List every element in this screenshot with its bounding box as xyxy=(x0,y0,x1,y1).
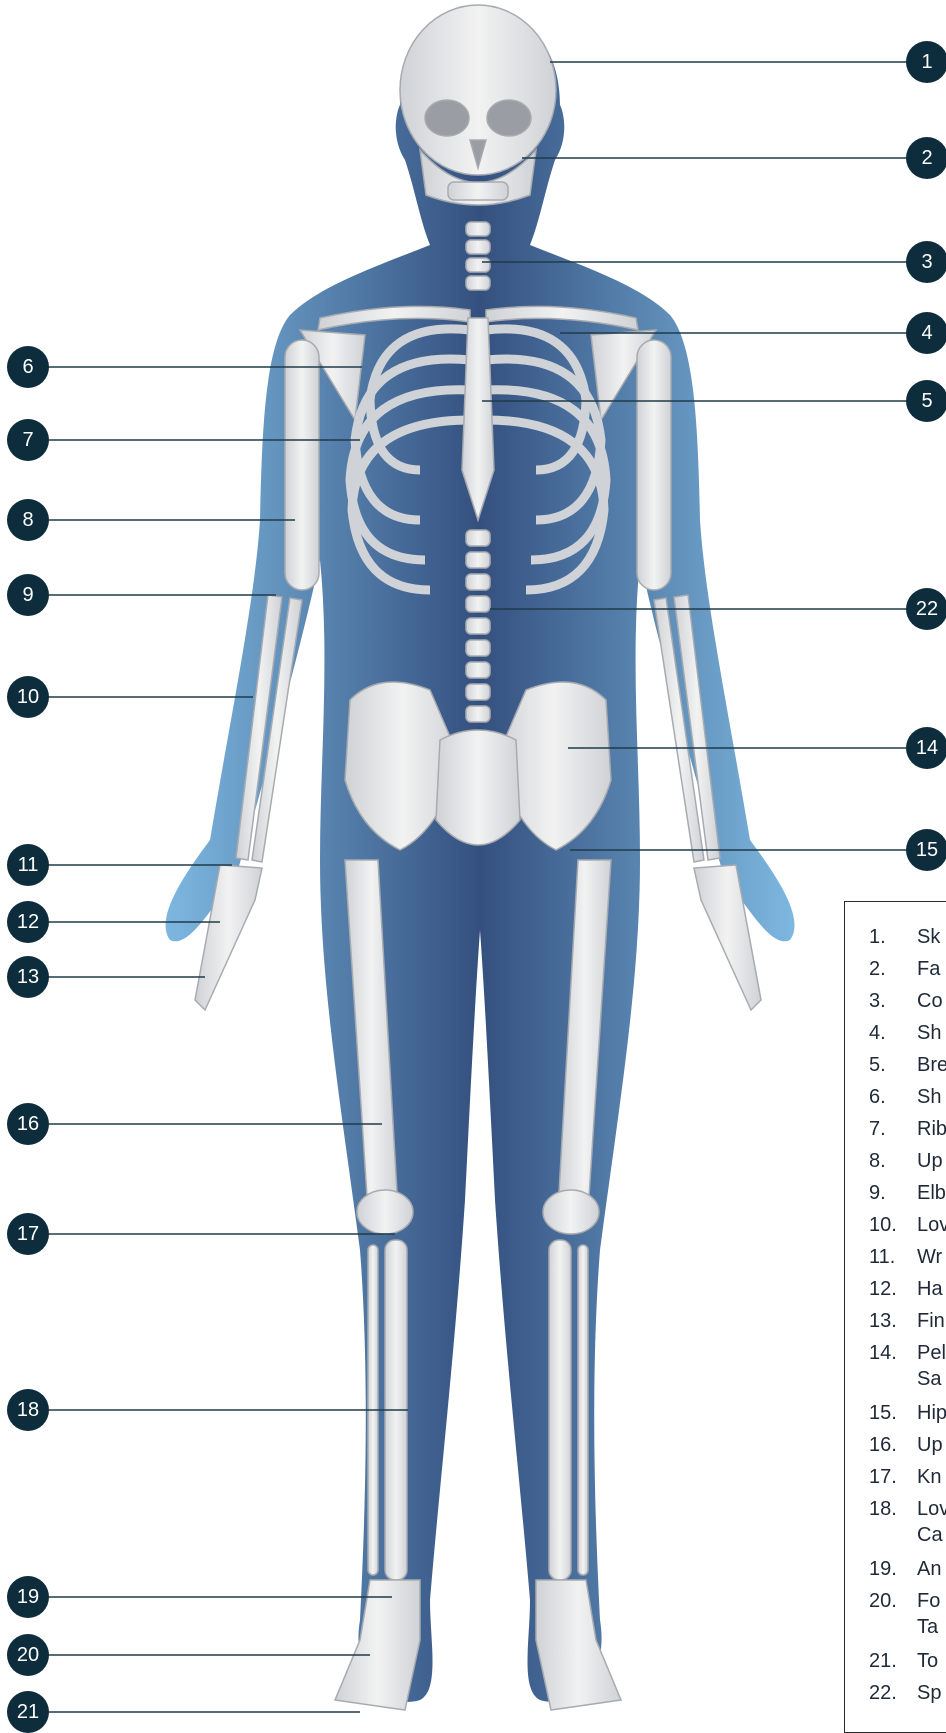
marker-4: 4 xyxy=(906,312,946,354)
marker-19: 19 xyxy=(7,1576,49,1618)
marker-16: 16 xyxy=(7,1103,49,1145)
legend-item: 9.Elb xyxy=(869,1180,946,1206)
legend-item: 7.Rib xyxy=(869,1116,946,1142)
legend-item: 20.Fo xyxy=(869,1588,940,1614)
marker-11: 11 xyxy=(7,844,49,886)
legend-item: 16.Up xyxy=(869,1432,943,1458)
marker-17: 17 xyxy=(7,1213,49,1255)
marker-13: 13 xyxy=(7,956,49,998)
legend-item: 19.An xyxy=(869,1556,941,1582)
legend-item: 8.Up xyxy=(869,1148,943,1174)
marker-1: 1 xyxy=(906,41,946,83)
legend-item: 15.Hip xyxy=(869,1400,946,1426)
legend-item: 3.Co xyxy=(869,988,943,1014)
marker-8: 8 xyxy=(7,499,49,541)
marker-12: 12 xyxy=(7,901,49,943)
legend-item: 5.Bre xyxy=(869,1052,946,1078)
legend-item: 12.Ha xyxy=(869,1276,943,1302)
marker-6: 6 xyxy=(7,346,49,388)
legend-item-continuation: Sa xyxy=(917,1366,941,1392)
legend-box: 1.Sk 2.Fa 3.Co 4.Sh 5.Bre 6.Sh 7.Rib 8.U… xyxy=(844,901,946,1733)
legend-item: 17.Kn xyxy=(869,1464,941,1490)
legend-item: 13.Fin xyxy=(869,1308,945,1334)
marker-21: 21 xyxy=(7,1691,49,1733)
marker-5: 5 xyxy=(906,380,946,422)
marker-7: 7 xyxy=(7,419,49,461)
legend-item: 4.Sh xyxy=(869,1020,941,1046)
marker-14: 14 xyxy=(906,727,946,769)
marker-2: 2 xyxy=(906,137,946,179)
marker-3: 3 xyxy=(906,241,946,283)
marker-18: 18 xyxy=(7,1389,49,1431)
legend-item: 10.Lov xyxy=(869,1212,946,1238)
legend-item: 6.Sh xyxy=(869,1084,941,1110)
legend-item: 1.Sk xyxy=(869,924,940,950)
legend-item: 11.Wr xyxy=(869,1244,942,1270)
legend-item: 22.Sp xyxy=(869,1680,941,1706)
marker-9: 9 xyxy=(7,574,49,616)
marker-10: 10 xyxy=(7,676,49,718)
marker-15: 15 xyxy=(906,829,946,871)
legend-item-continuation: Ca xyxy=(917,1522,943,1548)
marker-22: 22 xyxy=(906,588,946,630)
legend-item: 21.To xyxy=(869,1648,938,1674)
legend-item: 2.Fa xyxy=(869,956,940,982)
marker-20: 20 xyxy=(7,1634,49,1676)
legend-item: 14.Pel xyxy=(869,1340,946,1366)
legend-item-continuation: Ta xyxy=(917,1614,938,1640)
legend-item: 18.Lov xyxy=(869,1496,946,1522)
